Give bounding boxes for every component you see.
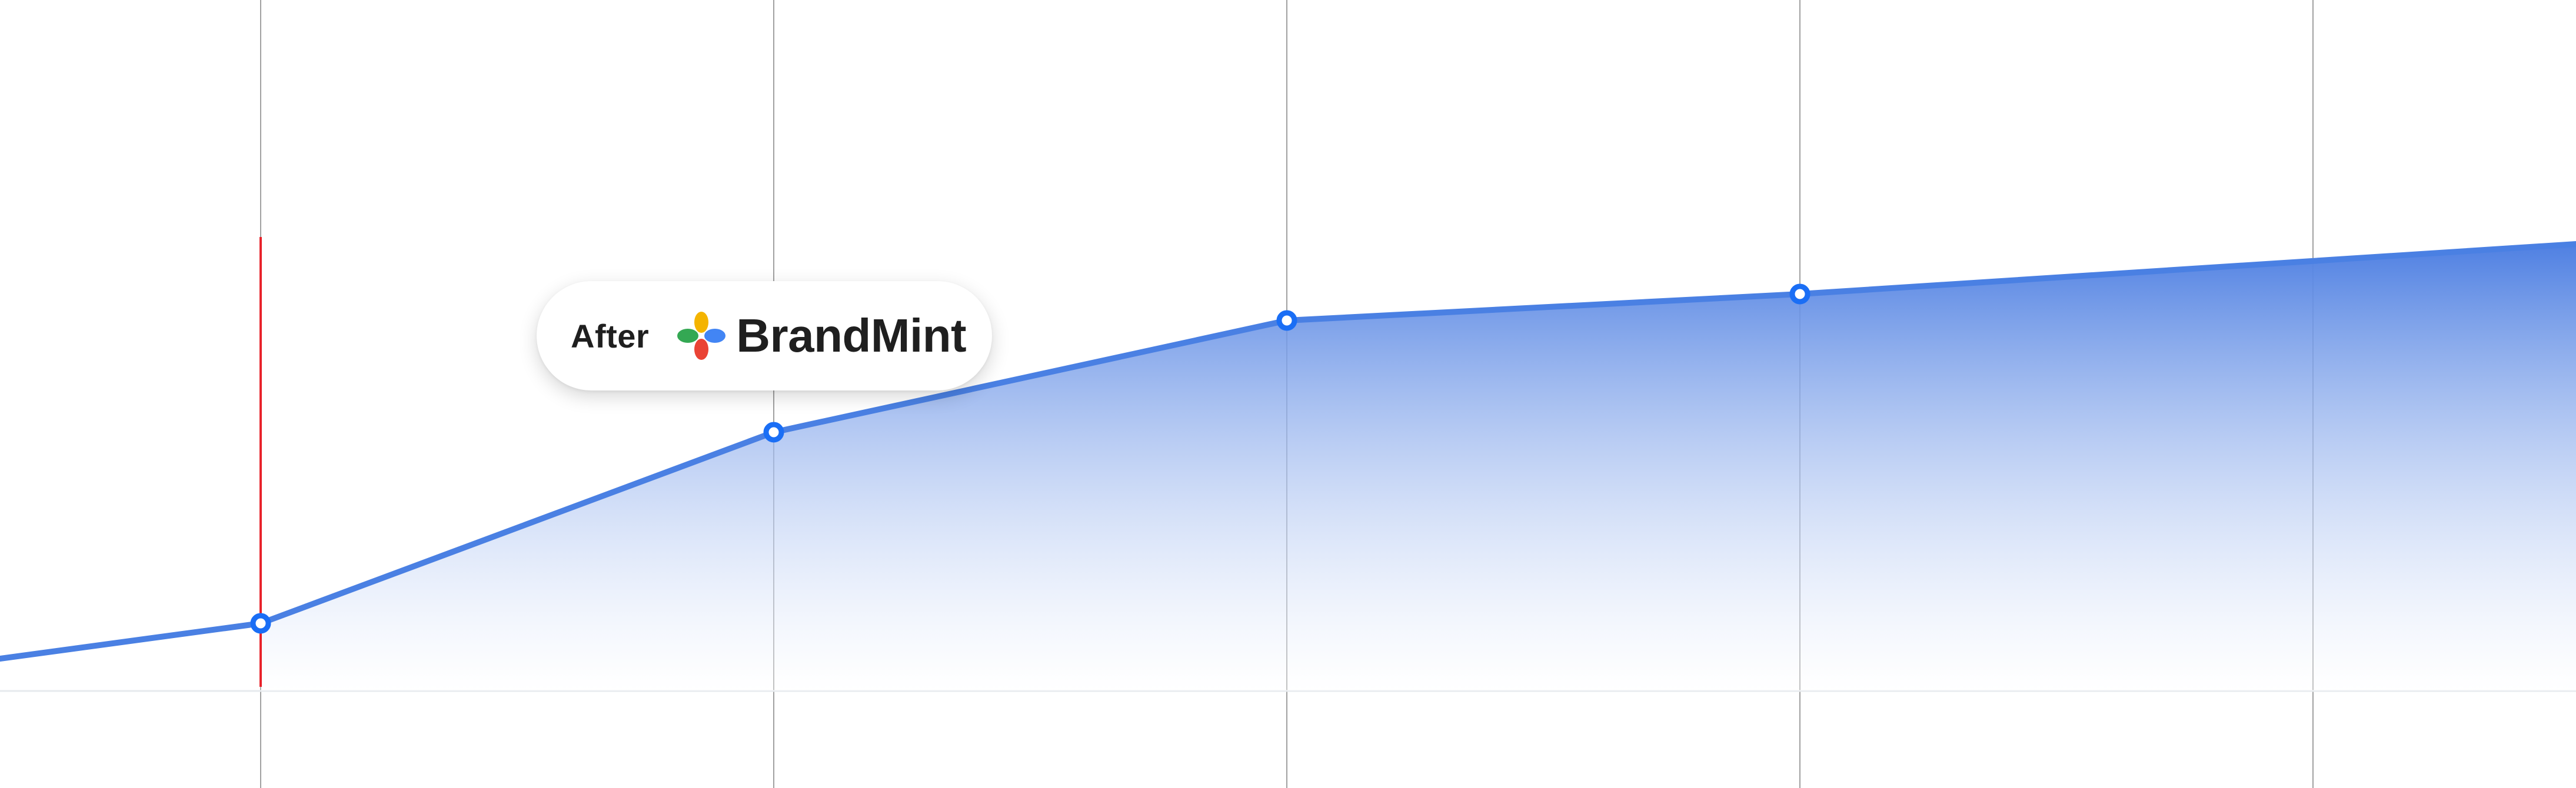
petal-right-icon (704, 329, 726, 343)
petal-top-icon (694, 312, 709, 333)
area-fill (261, 244, 2576, 691)
series-line (0, 241, 2576, 662)
petal-left-icon (677, 329, 699, 343)
data-point-3 (1276, 310, 1297, 331)
data-point-1 (250, 613, 271, 634)
data-point-2 (763, 422, 784, 443)
brand-name: BrandMint (736, 309, 967, 362)
after-brand-annotation: After BrandMint (537, 281, 992, 390)
brandmint-logo-icon (677, 312, 726, 360)
data-point-4 (1789, 283, 1810, 305)
petal-bottom-icon (694, 339, 709, 360)
after-label: After (571, 317, 650, 355)
